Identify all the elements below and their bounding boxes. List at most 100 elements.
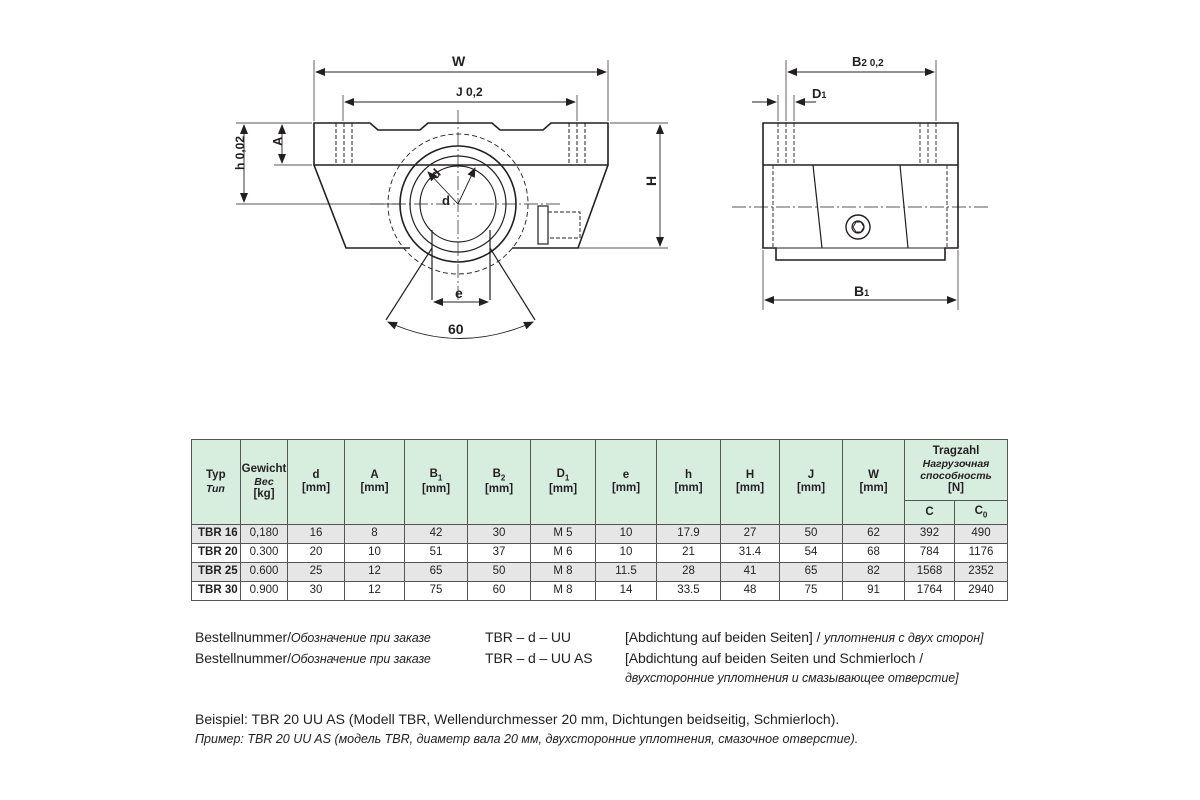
table-cell: 8 — [344, 524, 405, 544]
dim-label-B2-main: B — [852, 54, 861, 69]
spec-table-wrapper: Typ Тип Gewicht Вес [kg] d[mm] A[mm] B1[… — [191, 439, 1008, 601]
table-cell: 28 — [656, 562, 721, 582]
dim-label-e: e — [455, 285, 463, 301]
header-col-unit: [mm] — [301, 482, 331, 494]
table-cell: 33.5 — [656, 581, 721, 601]
table-cell: 50 — [779, 524, 843, 544]
header-C: C — [904, 500, 955, 525]
header-gewicht: Gewicht Вес [kg] — [240, 439, 288, 525]
table-cell: 2352 — [954, 562, 1008, 582]
table-cell: 12 — [344, 581, 405, 601]
example-ru: Пример: TBR 20 UU AS (модель TBR, диамет… — [195, 732, 859, 746]
table-cell: M 8 — [530, 581, 596, 601]
table-cell: 75 — [779, 581, 843, 601]
dim-label-B1-main: B — [854, 283, 864, 299]
header-col: h[mm] — [656, 439, 721, 525]
table-cell: 10 — [344, 543, 405, 563]
table-cell: 20 — [287, 543, 345, 563]
dim-label-A: A — [270, 136, 285, 146]
table-cell: 48 — [720, 581, 780, 601]
table-cell-typ: TBR 30 — [191, 581, 241, 601]
table-cell: 91 — [842, 581, 905, 601]
header-col-main: W — [868, 468, 879, 481]
header-C0-main: C — [974, 505, 983, 518]
header-typ-de: Typ — [206, 469, 226, 482]
header-col: d[mm] — [287, 439, 345, 525]
header-gewicht-ru: Вес — [254, 475, 274, 488]
order-note-2-desc-ru: двухсторонние уплотнения и смазывающее о… — [625, 671, 959, 685]
table-cell: 490 — [954, 524, 1008, 544]
header-load-unit: [N] — [948, 482, 964, 495]
header-col: e[mm] — [595, 439, 657, 525]
table-cell: 30 — [467, 524, 531, 544]
table-cell: 10 — [595, 543, 657, 563]
header-C0-sub: 0 — [982, 510, 988, 520]
table-cell: 37 — [467, 543, 531, 563]
table-cell: 784 — [904, 543, 955, 563]
dim-label-B1-sub: 1 — [864, 288, 869, 298]
header-col-unit: [mm] — [735, 482, 765, 494]
table-cell: 1568 — [904, 562, 955, 582]
table-cell: M 8 — [530, 562, 596, 582]
table-cell: 51 — [404, 543, 468, 563]
header-col-unit: [mm] — [674, 482, 703, 494]
table-header-row: Typ Тип Gewicht Вес [kg] d[mm] A[mm] B1[… — [191, 439, 1008, 525]
header-load-capacity: Tragzahl Нагрузочная способность [N] — [904, 439, 1008, 501]
table-cell: 16 — [287, 524, 345, 544]
header-load-ru-1: Нагрузочная — [922, 457, 990, 470]
header-col-main: A — [370, 468, 379, 481]
dim-label-W: W — [452, 53, 466, 69]
dim-label-D1-sub: 1 — [821, 90, 826, 100]
header-col-sub: 2 — [500, 473, 506, 483]
header-col-unit: [mm] — [796, 482, 826, 494]
header-load-de: Tragzahl — [932, 444, 980, 457]
dim-label-d-inner: d — [442, 193, 450, 208]
dim-label-angle: 60 — [448, 321, 464, 337]
header-load-ru-2: способность — [920, 470, 992, 482]
header-col-main: H — [745, 468, 755, 481]
table-cell: 27 — [720, 524, 780, 544]
example-de: Beispiel: TBR 20 UU AS (Modell TBR, Well… — [195, 711, 840, 727]
table-cell: 42 — [404, 524, 468, 544]
order-note-2-desc: [Abdichtung auf beiden Seiten und Schmie… — [625, 650, 924, 666]
table-cell: 54 — [779, 543, 843, 563]
header-col-main: h — [684, 468, 693, 481]
table-cell: 14 — [595, 581, 657, 601]
header-col-main: D — [556, 468, 565, 481]
table-cell: 2940 — [954, 581, 1008, 601]
table-cell: 60 — [467, 581, 531, 601]
header-col: B1[mm] — [404, 439, 468, 525]
header-col-unit: [mm] — [859, 482, 888, 494]
table-header-subrow: C C0 — [192, 500, 1008, 525]
table-cell: 75 — [404, 581, 468, 601]
header-gewicht-unit: [kg] — [253, 488, 275, 501]
table-cell: 0,180 — [240, 524, 288, 544]
header-col-sub: 1 — [564, 473, 570, 483]
order-note-2-code: TBR – d – UU AS — [485, 650, 593, 666]
header-col: A[mm] — [344, 439, 405, 525]
header-C0: C0 — [954, 500, 1008, 525]
dim-label-J: J 0,2 — [456, 85, 483, 99]
table-cell: 392 — [904, 524, 955, 544]
header-col: B2[mm] — [467, 439, 531, 525]
order-note-1-desc: [Abdichtung auf beiden Seiten] / — [625, 629, 825, 645]
table-cell: 68 — [842, 543, 905, 563]
dim-label-h: h 0,02 — [233, 136, 247, 170]
table-cell: 25 — [287, 562, 345, 582]
table-cell: 1764 — [904, 581, 955, 601]
dim-label-B1: B1 — [854, 283, 869, 299]
table-cell: 31.4 — [720, 543, 780, 563]
table-cell: 65 — [404, 562, 468, 582]
table-cell: 1176 — [954, 543, 1008, 563]
dim-label-D1: D1 — [812, 86, 826, 101]
header-col: D1[mm] — [530, 439, 596, 525]
table-cell: 82 — [842, 562, 905, 582]
order-note-2-label: Bestellnummer/ — [195, 650, 291, 666]
table-cell: M 5 — [530, 524, 596, 544]
table-cell: 12 — [344, 562, 405, 582]
header-col-unit: [mm] — [548, 482, 578, 495]
order-note-1-desc-ru: уплотнения с двух сторон] — [824, 631, 984, 645]
